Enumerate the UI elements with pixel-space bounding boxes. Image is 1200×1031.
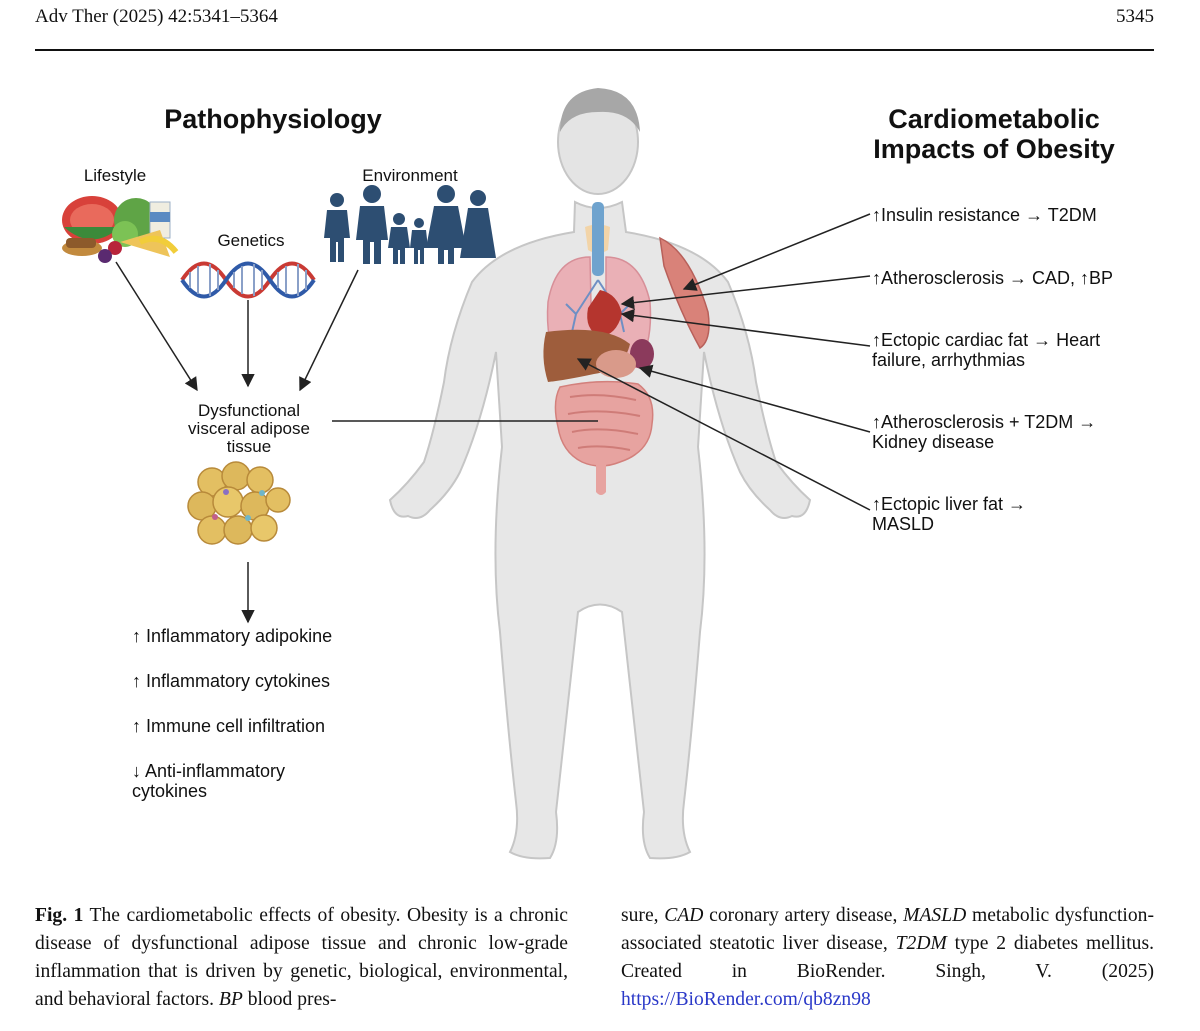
effect-item: ↑ Inflammatory adipokine xyxy=(132,626,333,646)
effect-line: ↓ Anti-inflammatory xyxy=(132,761,286,781)
impact-line: failure, arrhythmias xyxy=(872,350,1026,370)
figure-panel: Pathophysiology Lifestyle Genetics Envir… xyxy=(0,52,1200,890)
food-icon-cluster xyxy=(62,196,179,263)
impact-line: ↑Ectopic liver fat → xyxy=(872,494,1027,514)
title-line: Impacts of Obesity xyxy=(873,134,1115,164)
left-panel-arrows xyxy=(115,261,598,624)
effect-item: ↓ Anti-inflammatory cytokines xyxy=(132,761,285,801)
page-number: 5345 xyxy=(1116,6,1154,27)
family-silhouette-icon xyxy=(324,185,496,264)
dysfunction-line: Dysfunctional xyxy=(197,401,301,420)
dysfunctional-tissue-label: Dysfunctional visceral adipose tissue xyxy=(158,402,340,456)
figure-caption-left: Fig. 1 The cardiometabolic effects of ob… xyxy=(35,902,568,1014)
factor-label-environment: Environment xyxy=(362,166,458,185)
impact-item: ↑Insulin resistance → T2DM xyxy=(872,205,1097,225)
dna-helix-icon xyxy=(180,261,316,299)
human-body-illustration xyxy=(388,88,812,860)
impact-item: ↑Atherosclerosis + T2DM → Kidney disease xyxy=(872,412,1096,452)
caption-abbreviation: CAD xyxy=(664,905,704,926)
impact-line: ↑Atherosclerosis + T2DM → xyxy=(872,412,1097,432)
caption-text: metabolic dysfunction-associated steatot… xyxy=(621,905,1154,954)
caption-text: type 2 diabetes mellitus. Created in Bio… xyxy=(621,933,1154,982)
effect-line: cytokines xyxy=(132,781,208,801)
caption-text: The cardiometabolic effects of obesity. … xyxy=(35,905,568,1010)
cardiometabolic-title: Cardiometabolic Impacts of Obesity xyxy=(846,104,1142,164)
biorender-link[interactable]: https://BioRender.com/qb8zn98 xyxy=(621,989,871,1010)
caption-abbreviation: MASLD xyxy=(903,905,967,926)
impact-line: ↑Ectopic cardiac fat → Heart xyxy=(872,330,1101,350)
pathophysiology-title: Pathophysiology xyxy=(164,104,382,134)
effect-item: ↑ Immune cell infiltration xyxy=(132,716,326,736)
factor-label-lifestyle: Lifestyle xyxy=(83,166,147,185)
impact-line: MASLD xyxy=(872,514,935,534)
impact-item: ↑Ectopic cardiac fat → Heart failure, ar… xyxy=(872,330,1100,370)
impact-arrows xyxy=(576,213,871,511)
impact-item: ↑Ectopic liver fat → MASLD xyxy=(872,494,1026,534)
impact-item: ↑Atherosclerosis → CAD, ↑BP xyxy=(872,268,1114,288)
adipose-tissue-cluster xyxy=(187,461,291,545)
figure-caption-right: sure, CAD coronary artery disease, MASLD… xyxy=(621,902,1154,1014)
figure-label: Fig. 1 xyxy=(35,905,84,926)
caption-text: coronary artery disease, xyxy=(703,905,904,926)
header-rule xyxy=(35,49,1154,51)
caption-abbreviation: T2DM xyxy=(895,933,947,954)
effect-item: ↑ Inflammatory cytokines xyxy=(132,671,331,691)
dysfunction-line: visceral adipose xyxy=(188,419,310,438)
caption-abbreviation: BP xyxy=(218,989,243,1010)
running-head-journal: Adv Ther (2025) 42:5341–5364 xyxy=(35,6,278,27)
impact-line: Kidney disease xyxy=(872,432,995,452)
caption-text: blood pres- xyxy=(242,989,337,1010)
caption-text: sure, xyxy=(621,905,665,926)
title-line: Cardiometabolic xyxy=(888,104,1100,134)
figure-graphics xyxy=(62,88,871,860)
factor-label-genetics: Genetics xyxy=(217,231,285,250)
dysfunction-line: tissue xyxy=(226,437,272,456)
